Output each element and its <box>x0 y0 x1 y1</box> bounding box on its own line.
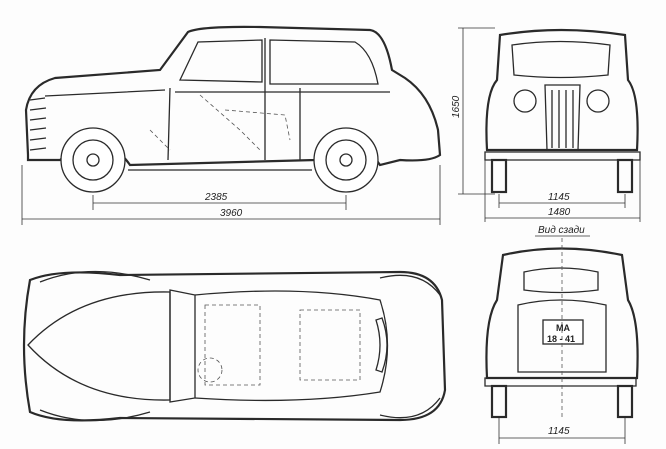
rear-view <box>484 238 639 444</box>
trunk-lid <box>517 299 607 373</box>
top-seats-dashed <box>204 304 361 386</box>
left-headlight <box>513 89 537 113</box>
rear-view-title: Вид сзади <box>538 225 585 236</box>
side-view <box>21 25 442 225</box>
front-windshield <box>511 40 611 79</box>
top-rear-window <box>375 317 388 373</box>
front-left-tire <box>490 158 508 194</box>
license-plate <box>542 319 584 345</box>
side-door-lines <box>44 38 390 161</box>
top-hood <box>27 291 171 401</box>
rear-wheel <box>313 127 379 193</box>
front-view <box>458 27 641 222</box>
front-width-label: 1480 <box>548 207 571 218</box>
wheelbase-label: 2385 <box>204 192 228 203</box>
rear-window <box>523 267 599 294</box>
rear-right-tire <box>616 384 634 419</box>
front-track-dim-line <box>498 194 626 208</box>
top-front-fenders <box>39 270 441 422</box>
plate-line2: 18 - 41 <box>547 334 575 344</box>
front-body-outline <box>485 28 639 152</box>
side-body-outline <box>24 25 442 167</box>
height-dim-line <box>458 27 495 195</box>
right-headlight <box>586 89 610 113</box>
plate-line1: МА <box>556 323 570 333</box>
rear-track-label: 1145 <box>548 426 570 437</box>
wheelbase-dim-line <box>92 195 347 210</box>
side-interior-dashed <box>149 94 291 151</box>
steering-wheel-dashed <box>197 357 223 383</box>
side-grille <box>29 97 47 151</box>
length-dim-line <box>21 165 441 225</box>
rear-bumper <box>484 377 637 387</box>
height-label: 1650 <box>451 95 462 118</box>
rear-left-tire <box>490 384 508 419</box>
top-windshield <box>169 289 196 403</box>
rear-body-outline <box>485 247 639 380</box>
top-body-outline <box>22 270 447 422</box>
top-view <box>22 270 447 422</box>
front-width-dim-line <box>484 160 641 222</box>
front-track-label: 1145 <box>548 192 570 203</box>
rear-track-dim-line <box>498 418 626 444</box>
front-wheel <box>60 127 126 193</box>
length-label: 3960 <box>220 208 243 219</box>
front-bumper <box>484 151 641 161</box>
front-grille <box>544 84 581 151</box>
top-roof <box>194 290 389 402</box>
side-windows <box>178 39 379 85</box>
front-right-tire <box>616 158 634 194</box>
